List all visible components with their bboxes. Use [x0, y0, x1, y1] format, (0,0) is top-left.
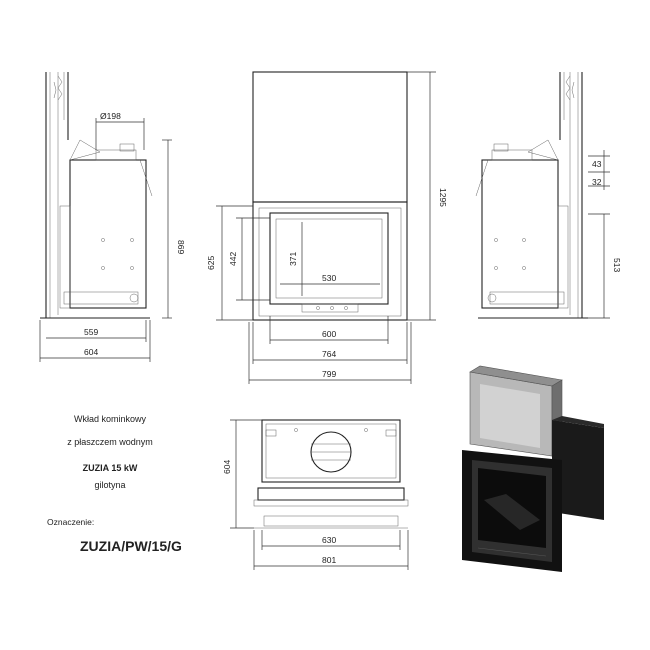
- label-front-frame-width: 764: [322, 349, 336, 359]
- label-front-total-height: 1295: [438, 188, 448, 207]
- caption-variant: gilotyna: [94, 480, 126, 490]
- label-side-depth-inner: 559: [84, 327, 98, 337]
- label-top-depth: 604: [222, 460, 232, 474]
- label-front-door-height: 625: [206, 256, 216, 270]
- front-dimension-lines: [216, 71, 436, 384]
- top-dimension-lines: [230, 419, 409, 570]
- label-diameter: Ø198: [100, 111, 121, 121]
- label-side-depth-total: 604: [84, 347, 98, 357]
- label-top-inner-width: 630: [322, 535, 336, 545]
- top-view: [253, 419, 409, 529]
- label-top-total-width: 801: [322, 555, 336, 565]
- left-side-view: [40, 72, 153, 319]
- right-dimension-lines: [588, 150, 610, 319]
- label-front-opening-width: 600: [322, 329, 336, 339]
- caption-model: ZUZIA 15 kW: [82, 463, 138, 473]
- right-side-view: [475, 72, 588, 319]
- caption-line1: Wkład kominkowy: [73, 414, 147, 424]
- caption-line2: z płaszczem wodnym: [67, 437, 153, 447]
- label-front-glass-width: 530: [322, 273, 336, 283]
- designation-code: ZUZIA/PW/15/G: [80, 538, 182, 554]
- label-front-total-width: 799: [322, 369, 336, 379]
- label-right-top-a: 43: [592, 159, 602, 169]
- label-right-top-b: 32: [592, 177, 602, 187]
- left-dimension-lines: [39, 118, 172, 362]
- label-side-height: 869: [176, 240, 186, 254]
- designation-label: Oznaczenie:: [47, 517, 95, 527]
- product-3d-render: [462, 365, 604, 572]
- label-front-glass-inner: 371: [288, 252, 298, 266]
- label-right-door-height: 513: [612, 258, 622, 272]
- front-view: [252, 71, 408, 321]
- label-front-glass-height: 442: [228, 252, 238, 266]
